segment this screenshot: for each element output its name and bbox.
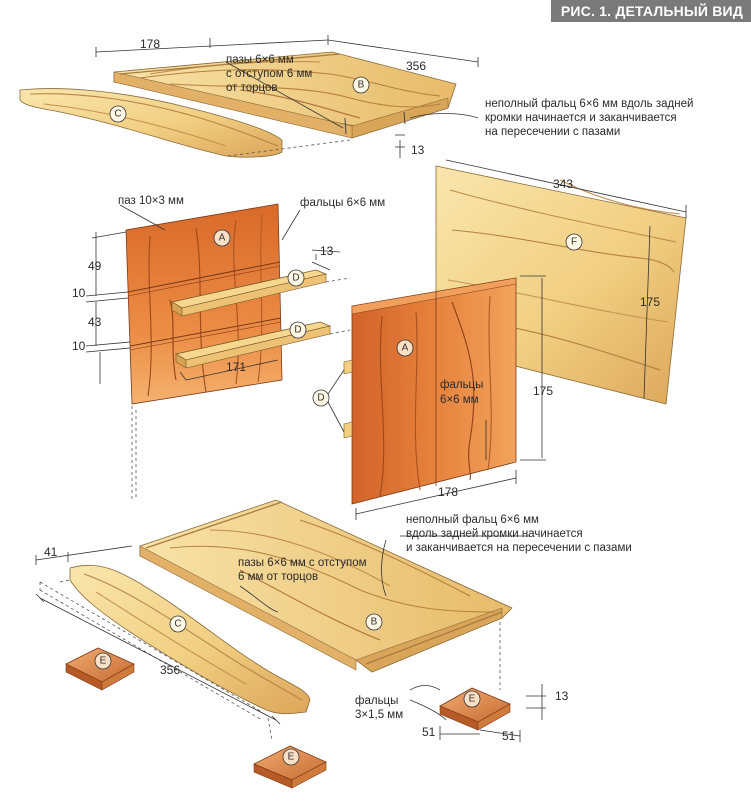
svg-text:C: C [174,619,181,630]
dim-side-a-43: 43 [88,315,102,329]
note-feet-rabbets-line2: 3×1,5 мм [355,709,403,721]
dim-top-178: 178 [140,37,160,51]
badge-c-bottom: C [169,615,187,633]
note-top-grooves-line2: с отступом 6 мм [226,68,312,80]
dim-side-a-10-upper: 10 [72,286,86,300]
svg-text:B: B [371,617,378,628]
svg-text:F: F [571,237,577,248]
note-front-rabbets: фальцы 6×6 мм [440,379,483,406]
note-bottom-grooves-line1: пазы 6×6 мм с отступом [238,557,367,569]
svg-text:E: E [100,656,107,667]
badge-d-front: D [312,389,330,407]
bottom-dimensions [35,535,546,742]
svg-text:D: D [292,273,299,284]
note-groove-10x3: паз 10×3 мм [118,195,184,207]
dim-front-178: 178 [438,485,458,499]
badge-e-center: E [282,748,300,766]
note-rabbets-side: фальцы 6×6 мм [300,197,385,209]
dim-side-a-10-lower: 10 [72,339,86,353]
dim-top-356: 356 [406,59,426,73]
badge-e-left: E [94,652,112,670]
svg-text:B: B [358,80,365,91]
bottom-panel-b [139,499,513,673]
note-bottom-rabbet: неполный фальц 6×6 мм вдоль задней кромк… [406,514,632,554]
top-dimensions [95,35,479,158]
badge-c-top: C [109,105,127,123]
cleat-d-upper [170,269,328,317]
note-bottom-rabbet-line2: вдоль задней кромки начинается [406,528,583,540]
side-panel-a-right [327,275,546,520]
note-top-grooves-line3: от торцов [226,82,278,94]
dim-back-175: 175 [640,295,660,309]
dim-bottom-356: 356 [160,663,180,677]
badge-b-bottom: B [365,613,383,631]
note-front-rabbets-line1: фальцы [440,379,483,391]
svg-text:A: A [402,343,409,354]
badge-e-right: E [463,690,481,708]
figure-title: РИС. 1. ДЕТАЛЬНЫЙ ВИД [550,0,751,22]
note-top-grooves: пазы 6×6 мм с отступом 6 мм от торцов [226,54,312,94]
top-strip-c [19,88,283,158]
dim-side-a-49: 49 [88,259,102,273]
note-bottom-rabbet-line3: и заканчивается на пересечении с пазами [406,542,632,554]
note-top-rabbet-line1: неполный фальц 6×6 мм вдоль задней [485,98,693,110]
svg-text:A: A [219,233,226,244]
svg-text:E: E [288,752,295,763]
dim-back-343: 343 [553,177,573,191]
note-front-rabbets-line2: 6×6 мм [440,394,479,406]
note-top-grooves-line1: пазы 6×6 мм [226,54,294,66]
note-top-rabbet: неполный фальц 6×6 мм вдоль задней кромк… [485,98,693,138]
svg-text:D: D [317,393,324,404]
badge-d-lower: D [289,321,307,339]
dim-foot-13: 13 [555,689,569,703]
dim-side-a-171: 171 [226,360,246,374]
note-top-rabbet-line3: на пересечении с пазами [485,126,620,138]
note-top-rabbet-line2: кромки начинается и заканчивается [485,112,677,124]
svg-text:E: E [469,694,476,705]
side-a-dimensions [85,204,351,500]
bottom-strip-c [39,565,311,741]
note-bottom-grooves-line2: 6 мм от торцов [238,571,318,583]
svg-text:C: C [114,109,121,120]
dim-bottom-41: 41 [44,545,58,559]
dim-foot-51-left: 51 [422,725,436,739]
badge-f: F [565,233,583,251]
dim-side-a-13: 13 [320,244,334,258]
dim-top-13: 13 [411,143,425,157]
badge-b-top: B [352,76,370,94]
note-feet-rabbets: фальцы 3×1,5 мм [355,695,403,721]
badge-d-upper: D [287,269,305,287]
badge-a-right: A [396,339,414,357]
note-bottom-rabbet-line1: неполный фальц 6×6 мм [406,514,539,526]
dim-front-175: 175 [533,384,553,398]
note-feet-rabbets-line1: фальцы [355,695,398,707]
svg-text:D: D [294,325,301,336]
note-bottom-grooves: пазы 6×6 мм с отступом 6 мм от торцов [238,557,367,583]
dim-foot-51-right: 51 [502,729,516,743]
badge-a-left: A [213,229,231,247]
